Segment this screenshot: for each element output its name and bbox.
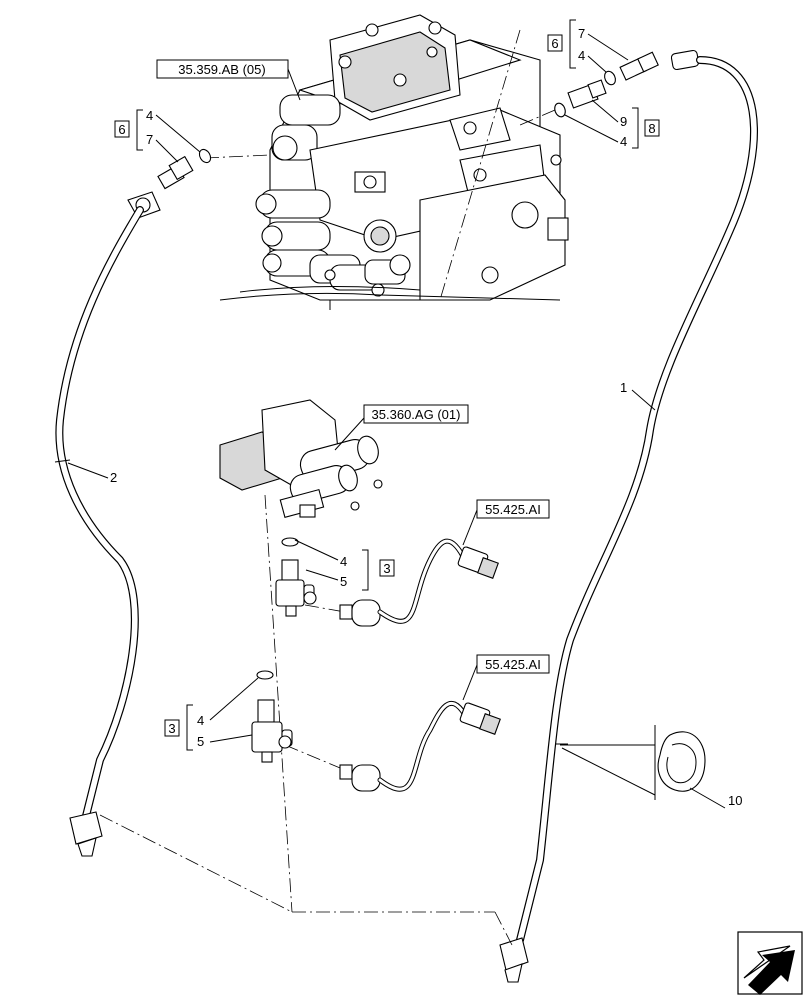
ref-valve-block-label: 35.359.AB (05) [178,62,265,77]
kit-upper-right-item-a: 9 [620,114,627,129]
pressure-sensor-upper [339,538,499,627]
back-arrow-icon[interactable] [737,931,803,995]
callout-hose-left-label: 2 [110,470,117,485]
kit-top-right[interactable]: 6 7 4 [547,19,629,73]
tee-fitting-upper [275,537,317,617]
centerline-right-fitting [519,109,556,126]
hose-left [54,206,144,857]
callout-clip: 10 [689,787,742,809]
ref-solenoid-block-label: 35.360.AG (01) [372,407,461,422]
ref-solenoid-block[interactable]: 35.360.AG (01) [334,404,469,451]
control-valve-block [219,14,569,310]
kit-top-left[interactable]: 6 4 7 [114,108,201,163]
hose-right [499,56,758,983]
callout-hose-right-label: 1 [620,380,627,395]
kit-top-left-item-b: 7 [146,132,153,147]
kit-top-right-box: 6 [551,36,558,51]
ref-sensor-lower[interactable]: 55.425.AI [462,654,550,701]
solenoid-valve-block [219,399,383,519]
centerline-vertical [264,494,293,913]
kit-mid[interactable]: 4 5 3 [294,539,395,591]
centerline-left-hose-end [99,814,293,913]
callout-clip-label: 10 [728,793,742,808]
tee-fitting-lower [251,670,293,763]
ref-sensor-upper[interactable]: 55.425.AI [462,499,550,546]
clip [560,725,706,800]
kit-top-right-item-b: 4 [578,48,585,63]
kit-top-right-item-a: 7 [578,26,585,41]
ref-valve-block[interactable]: 35.359.AB (05) [156,59,301,101]
centerline-valve [439,29,521,301]
kit-mid-box: 3 [383,561,390,576]
kit-mid-item-a: 4 [340,554,347,569]
centerline-right-hose-end [494,911,513,946]
kit-lower-item-b: 5 [197,734,204,749]
kit-top-left-item-a: 4 [146,108,153,123]
callout-hose-right: 1 [620,380,656,411]
kit-upper-right[interactable]: 8 9 4 [564,99,660,149]
callout-hose-left: 2 [67,462,117,485]
kit-mid-item-b: 5 [340,574,347,589]
kit-upper-right-box: 8 [648,121,655,136]
kit-upper-right-item-b: 4 [620,134,627,149]
ref-sensor-lower-label: 55.425.AI [485,657,541,672]
kit-lower-box: 3 [168,721,175,736]
centerline-sensor-lower [284,744,346,771]
pressure-sensor-lower [339,700,501,792]
ref-sensor-upper-label: 55.425.AI [485,502,541,517]
fitting-top-right [554,49,700,118]
centerline-sensor-upper [304,604,346,613]
kit-lower-item-a: 4 [197,713,204,728]
kit-lower[interactable]: 3 4 5 [164,677,259,751]
kit-top-left-box: 6 [118,122,125,137]
centerline-left-fitting [204,154,271,159]
